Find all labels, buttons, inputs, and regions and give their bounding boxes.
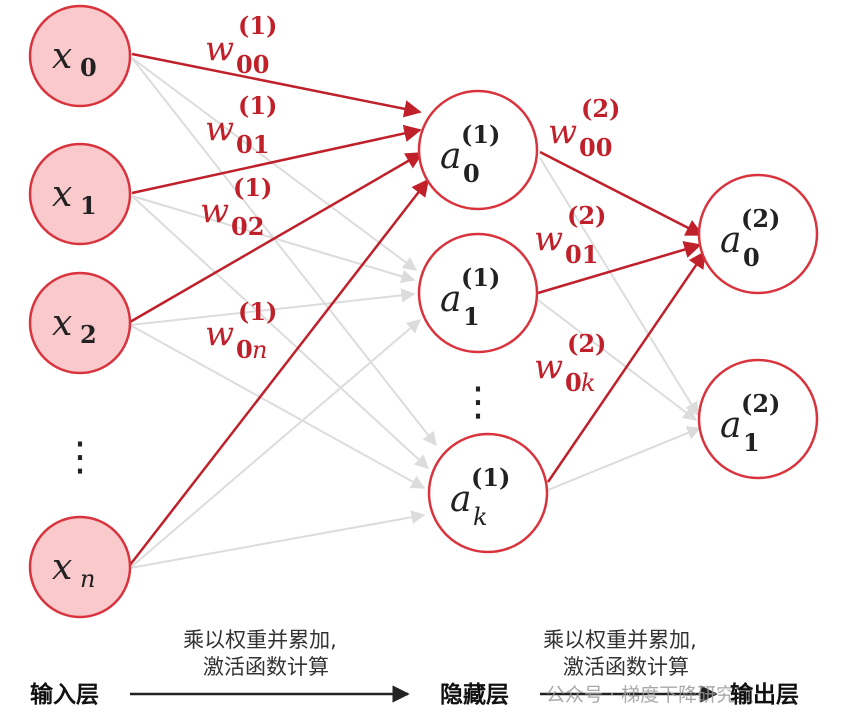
caption-second-line2: 激活函数计算: [563, 655, 689, 679]
weight-labels: w 00 (1) w 01 (1) w 02 (1) w 0 n (1) w 0…: [200, 11, 620, 397]
weight-sup: (2): [581, 94, 620, 123]
output-node-o1: a 1 (2): [697, 358, 819, 480]
weight-var: w: [534, 219, 563, 259]
node-var: x: [52, 303, 72, 344]
node-sub: 0: [743, 243, 760, 272]
weight-sub: 0: [565, 368, 582, 397]
weight-var: w: [534, 347, 563, 387]
weight-sup: (1): [238, 11, 277, 40]
weight-sup: (2): [567, 201, 606, 230]
weight-label-w02-1: w 02 (1): [200, 173, 272, 241]
node-sub: 1: [743, 428, 760, 457]
node-sup: (2): [741, 389, 780, 418]
node-var: a: [720, 220, 741, 261]
edge-ak-o1: [547, 426, 702, 491]
weight-label-w0k-2: w 0 k (2): [534, 329, 606, 397]
node-sup: (1): [461, 120, 500, 149]
weight-sup: (1): [233, 173, 272, 202]
weight-sub: 00: [579, 133, 612, 162]
weight-sup: (2): [567, 329, 606, 358]
input-node-x2: x 2: [28, 271, 132, 375]
hidden-node-a0: a 0 (1): [417, 89, 539, 211]
output-layer-label: 输出层: [730, 681, 799, 708]
weight-label-w0n-1: w 0 n (1): [205, 297, 277, 364]
hidden-node-ak: a k (1): [427, 432, 549, 554]
weight-var: w: [200, 191, 229, 231]
node-sub: n: [80, 565, 95, 593]
caption-first-line1: 乘以权重并累加,: [183, 628, 337, 652]
edge-x2-a1: [129, 288, 416, 326]
weight-sub: 00: [236, 50, 269, 79]
node-sup: (1): [461, 263, 500, 292]
edge-a1-o1: [537, 299, 698, 421]
edge-a0-o1: [539, 157, 699, 417]
input-node-x1: x 1: [28, 142, 132, 246]
watermark-text: 公众号 · 梯度下降研究室: [546, 684, 754, 706]
node-var: a: [440, 136, 461, 177]
weight-sub: 0: [236, 335, 253, 364]
weight-var: w: [205, 314, 234, 354]
inactive-connections: [129, 57, 702, 569]
hidden-ellipsis: ⋮: [458, 379, 498, 425]
edge-a0-o0: [539, 150, 704, 237]
weight-var: w: [205, 29, 234, 69]
active-connections: [129, 52, 707, 566]
caption-first-line2: 激活函数计算: [203, 655, 329, 679]
edge-x1-ak: [131, 195, 430, 469]
edge-xn-ak: [129, 510, 426, 569]
node-sub: k: [473, 503, 488, 531]
weight-label-w00-1: w 00 (1): [205, 11, 277, 79]
edge-xn-a0: [129, 178, 430, 566]
node-sub: 1: [80, 191, 97, 220]
node-var: a: [720, 405, 741, 446]
input-layer-label: 输入层: [30, 681, 99, 708]
layer-flow: 乘以权重并累加, 激活函数计算 乘以权重并累加, 激活函数计算 输入层 隐藏层 …: [30, 628, 799, 708]
node-var: x: [52, 174, 72, 215]
weight-var: w: [205, 109, 234, 149]
node-sub: 2: [80, 320, 97, 349]
nodes-layer: x 0 x 1 x 2 x n ⋮ a 0 (1) a 1: [28, 4, 819, 619]
input-ellipsis: ⋮: [60, 434, 100, 480]
weight-sub: 01: [236, 130, 269, 159]
weight-label-w00-2: w 00 (2): [548, 94, 620, 162]
weight-sup: (1): [238, 91, 277, 120]
node-var: a: [450, 479, 471, 520]
caption-second-line1: 乘以权重并累加,: [543, 628, 697, 652]
weight-sub: 02: [231, 212, 264, 241]
weight-label-w01-2: w 01 (2): [534, 201, 606, 269]
edge-x0-a1: [131, 57, 418, 271]
node-sub: 1: [463, 302, 480, 331]
weight-label-w01-1: w 01 (1): [205, 91, 277, 159]
hidden-layer-label: 隐藏层: [440, 682, 509, 708]
edge-x0-ak: [131, 57, 437, 447]
edge-a1-o0: [537, 241, 702, 295]
weight-var: w: [548, 112, 577, 152]
output-node-o0: a 0 (2): [697, 173, 819, 295]
edge-xn-a1: [129, 319, 422, 569]
node-var: x: [52, 547, 72, 588]
weight-sub-tail: n: [252, 336, 267, 364]
edge-ak-o0: [546, 250, 707, 483]
node-var: a: [440, 279, 461, 320]
input-node-xn: x n: [28, 515, 132, 619]
node-sup: (2): [741, 204, 780, 233]
node-var: x: [52, 36, 72, 77]
node-sup: (1): [471, 463, 510, 492]
edge-x2-ak: [129, 324, 426, 489]
weight-sub-tail: k: [581, 369, 596, 397]
edge-x0-a0: [131, 52, 422, 118]
edge-x2-a0: [129, 151, 424, 324]
weight-sub: 01: [565, 240, 598, 269]
weight-sup: (1): [238, 297, 277, 326]
node-sub: 0: [463, 159, 480, 188]
edge-x1-a0: [131, 124, 422, 195]
hidden-node-a1: a 1 (1): [417, 232, 539, 354]
input-node-x0: x 0: [28, 4, 132, 108]
node-sub: 0: [80, 53, 97, 82]
